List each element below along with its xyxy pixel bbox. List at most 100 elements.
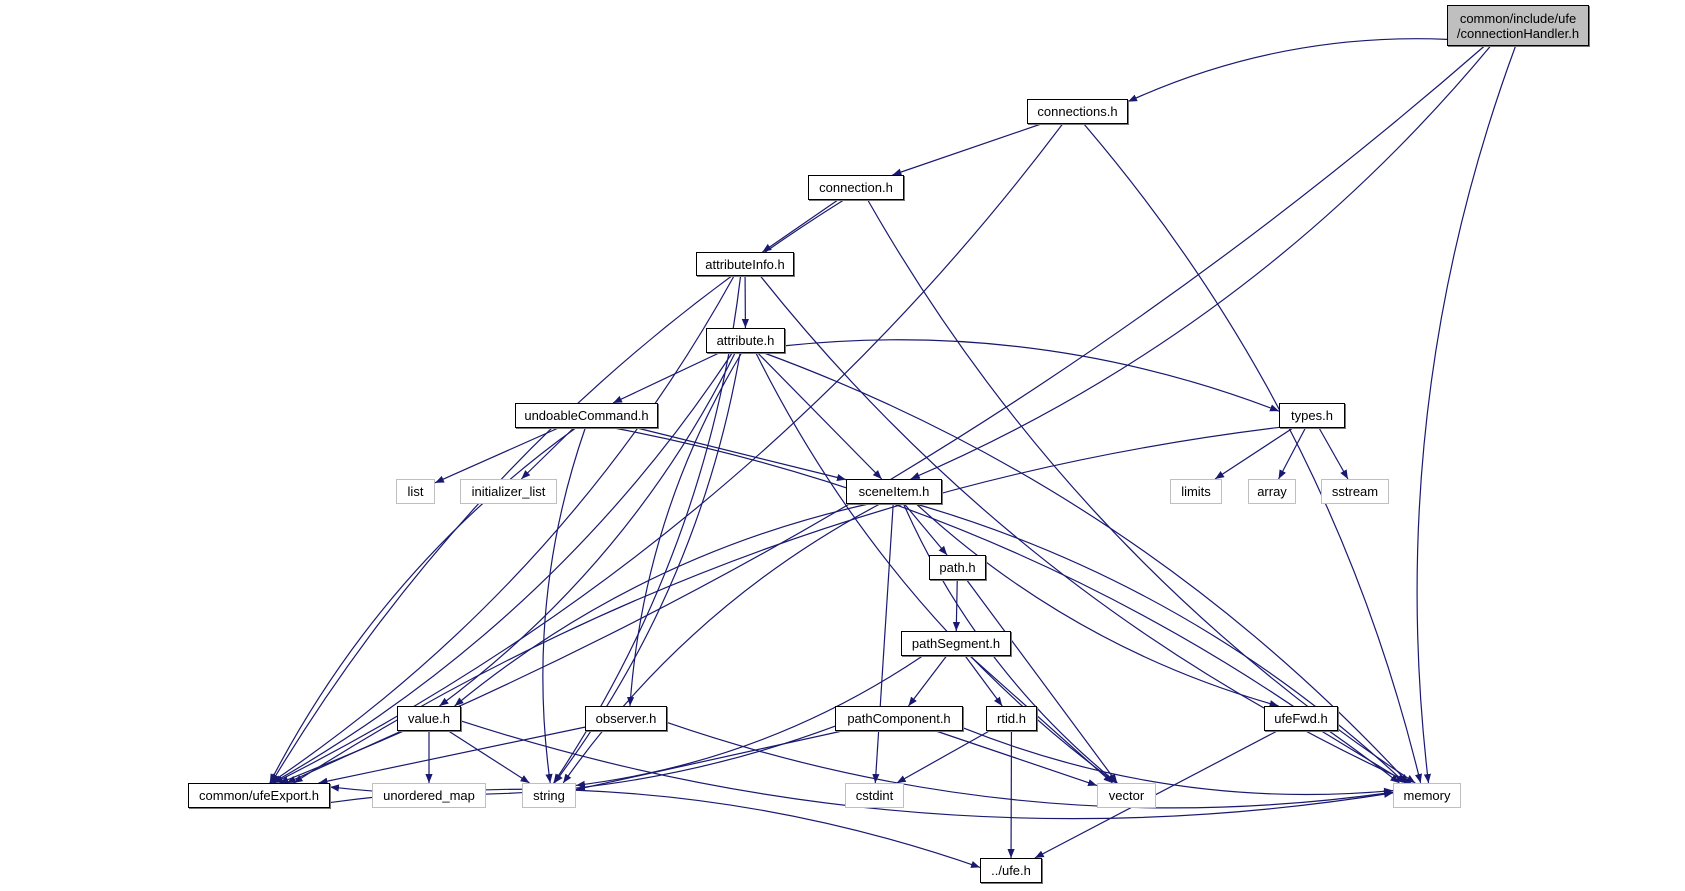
node-initializer_list[interactable]: initializer_list: [460, 479, 557, 504]
node-label: attributeInfo.h: [705, 256, 785, 272]
node-label: connection.h: [819, 180, 893, 195]
node-attribute[interactable]: attribute.h: [706, 328, 785, 353]
node-string[interactable]: string: [522, 783, 576, 808]
node-label: pathComponent.h: [847, 711, 951, 726]
node-list[interactable]: list: [396, 479, 435, 504]
node-label: vector: [1108, 788, 1145, 803]
node-sstream[interactable]: sstream: [1321, 479, 1389, 504]
node-label: string: [533, 788, 565, 803]
node-label: path.h: [939, 560, 976, 575]
edge-value-to-memory: [460, 720, 1394, 820]
node-label: memory: [1403, 788, 1451, 803]
edge-pathComponent-to-memory: [962, 727, 1394, 796]
node-label: common/ufeExport.h: [199, 788, 319, 803]
edge-types-to-limits: [1214, 427, 1294, 480]
edge-pathSegment-to-rtid: [964, 655, 1003, 707]
node-unordered_map[interactable]: unordered_map: [372, 783, 486, 808]
edge-observer-to-memory: [666, 721, 1394, 809]
node-label: list: [407, 484, 424, 499]
edge-sceneItem-to-ufeFwd: [916, 503, 1279, 708]
node-label-line2: /connectionHandler.h: [1456, 25, 1580, 41]
node-label: array: [1257, 484, 1287, 499]
edge-connection-to-ufeExport: [270, 199, 845, 784]
node-rtid[interactable]: rtid.h: [986, 706, 1037, 731]
edge-attribute-to-observer: [626, 352, 743, 707]
edge-connections-to-ufeExport: [273, 123, 1064, 784]
node-observer[interactable]: observer.h: [585, 706, 667, 731]
edge-attribute-to-vector: [755, 352, 1117, 784]
edge-pathComponent-to-vector: [935, 730, 1098, 787]
edge-connections-to-connection: [892, 123, 1042, 176]
edge-sceneItem-to-string: [562, 503, 881, 784]
edge-sceneItem-to-path: [903, 503, 948, 556]
edge-attribute-to-ufeExport: [272, 352, 733, 784]
edge-rtid-to-cstdint: [896, 730, 990, 784]
edge-connectionHandler-to-ufeExport: [279, 45, 1485, 784]
node-types[interactable]: types.h: [1279, 403, 1345, 428]
node-connectionHandler[interactable]: common/include/ufe /connectionHandler.h: [1447, 5, 1589, 46]
node-ufeExport[interactable]: common/ufeExport.h: [188, 783, 330, 808]
node-pathComponent[interactable]: pathComponent.h: [835, 706, 963, 731]
edge-sceneItem-to-memory: [915, 503, 1406, 784]
edge-pathSegment-to-pathComponent: [908, 655, 947, 707]
edge-ufeFwd-to-ufe: [1034, 730, 1278, 859]
node-label: sstream: [1331, 484, 1379, 499]
node-label: types.h: [1291, 408, 1333, 423]
edge-ufeFwd-to-memory: [1321, 730, 1407, 784]
node-undoableCommand[interactable]: undoableCommand.h: [515, 403, 658, 428]
node-sceneItem[interactable]: sceneItem.h: [846, 479, 942, 504]
edge-undoableCommand-to-sceneItem: [636, 427, 847, 481]
edge-path-to-vector: [966, 579, 1118, 784]
node-label: ../ufe.h: [991, 863, 1031, 878]
edge-pathComponent-to-string: [575, 730, 843, 792]
node-label: sceneItem.h: [858, 484, 930, 499]
node-label: limits: [1181, 484, 1211, 499]
node-path[interactable]: path.h: [929, 555, 986, 580]
edge-observer-to-ufeExport: [318, 726, 586, 785]
edge-types-to-array: [1278, 427, 1306, 480]
node-label: value.h: [408, 711, 450, 726]
node-connections[interactable]: connections.h: [1027, 99, 1128, 124]
node-vector[interactable]: vector: [1097, 783, 1156, 808]
edge-undoableCommand-to-string: [542, 427, 586, 784]
edge-undoableCommand-to-initializer_list: [520, 427, 575, 480]
edge-pathSegment-to-string: [575, 655, 923, 788]
node-ufeFwd[interactable]: ufeFwd.h: [1264, 706, 1338, 731]
edge-attribute-to-value: [439, 352, 736, 707]
edge-value-to-ufeExport: [286, 730, 402, 784]
node-label: ufeFwd.h: [1274, 711, 1328, 726]
edge-attributeInfo-to-ufeExport: [270, 275, 735, 784]
node-array[interactable]: array: [1248, 479, 1296, 504]
node-connection[interactable]: connection.h: [808, 175, 904, 200]
edge-attribute-to-undoableCommand: [612, 352, 720, 404]
edge-attribute-to-types: [784, 339, 1280, 412]
node-limits[interactable]: limits: [1170, 479, 1222, 504]
node-pathSegment[interactable]: pathSegment.h: [901, 631, 1011, 656]
node-label: initializer_list: [471, 484, 546, 499]
node-cstdint[interactable]: cstdint: [845, 783, 904, 808]
edge-connections-to-memory: [1083, 123, 1422, 784]
edge-value-to-string: [448, 730, 530, 784]
node-memory[interactable]: memory: [1393, 783, 1461, 808]
edge-sceneItem-to-vector: [903, 503, 1118, 784]
edge-pathSegment-to-vector: [969, 655, 1113, 784]
node-ufe[interactable]: ../ufe.h: [980, 858, 1042, 883]
node-label: connections.h: [1037, 104, 1118, 119]
edge-sceneItem-to-cstdint: [872, 503, 894, 784]
edge-sceneItem-to-value: [454, 503, 869, 707]
node-label: unordered_map: [383, 788, 475, 803]
node-label: undoableCommand.h: [524, 408, 649, 423]
node-value[interactable]: value.h: [397, 706, 461, 731]
edge-connection-to-attributeInfo: [762, 199, 839, 253]
node-attributeInfo[interactable]: attributeInfo.h: [696, 252, 794, 276]
edge-types-to-ufeExport: [293, 426, 1280, 784]
edge-connectionHandler-to-sceneItem: [910, 45, 1492, 480]
node-label: pathSegment.h: [911, 636, 1001, 651]
node-label: observer.h: [595, 711, 657, 726]
edge-connectionHandler-to-memory: [1416, 45, 1517, 784]
edge-undoableCommand-to-list: [434, 427, 559, 484]
node-label: attribute.h: [716, 333, 775, 348]
edge-connectionHandler-to-connections: [1127, 38, 1448, 103]
